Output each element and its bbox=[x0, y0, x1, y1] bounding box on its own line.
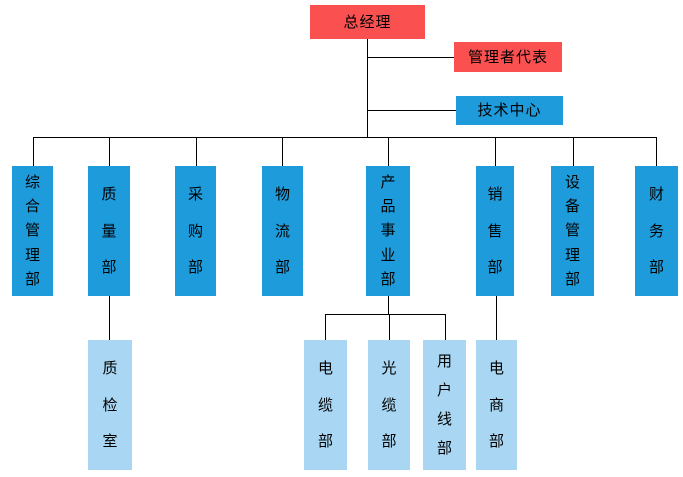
vertical-label-char: 量 bbox=[101, 221, 117, 240]
connector-drop-logistics bbox=[282, 137, 283, 166]
vertical-label-char: 财 bbox=[648, 185, 664, 204]
vertical-label-char: 综 bbox=[24, 173, 40, 192]
vertical-label-char: 部 bbox=[380, 269, 396, 288]
vertical-label-char: 质 bbox=[101, 185, 117, 204]
vertical-label-char: 部 bbox=[274, 257, 290, 276]
org-node-finance-dept: 财务部 bbox=[635, 166, 678, 296]
connector-quality-to-inspection bbox=[109, 296, 110, 340]
connector-drop-sales bbox=[495, 137, 496, 166]
vertical-label-char: 购 bbox=[187, 221, 203, 240]
org-node-quality-dept: 质量部 bbox=[88, 166, 130, 296]
vertical-label-char: 管 bbox=[24, 221, 40, 240]
vertical-label-char: 备 bbox=[564, 197, 580, 216]
vertical-label-char: 电 bbox=[488, 359, 504, 378]
org-node-subscriber-line-dept: 用户线部 bbox=[423, 340, 466, 470]
org-node-cable-dept: 电缆部 bbox=[304, 340, 347, 470]
vertical-label-char: 合 bbox=[24, 197, 40, 216]
vertical-label-char: 流 bbox=[274, 221, 290, 240]
connector-drop-general-admin bbox=[33, 137, 34, 166]
vertical-label-char: 部 bbox=[436, 439, 452, 457]
org-node-management-representative: 管理者代表 bbox=[454, 42, 562, 72]
connector-level2-spine bbox=[33, 137, 656, 138]
connector-drop-cable bbox=[325, 314, 326, 340]
org-node-products-division: 产品事业部 bbox=[366, 166, 410, 296]
vertical-label-char: 缆 bbox=[317, 395, 333, 414]
connector-drop-optical-cable bbox=[389, 314, 390, 340]
vertical-label-char: 品 bbox=[380, 197, 396, 216]
org-node-general-admin-dept: 综合管理部 bbox=[12, 166, 53, 296]
connector-technical-center bbox=[367, 110, 456, 111]
vertical-label-char: 设 bbox=[564, 173, 580, 192]
org-node-general-manager: 总经理 bbox=[310, 5, 425, 39]
vertical-label-char: 事 bbox=[380, 221, 396, 240]
vertical-label-char: 光 bbox=[381, 359, 397, 378]
vertical-label-char: 部 bbox=[487, 257, 503, 276]
connector-drop-purchasing bbox=[196, 137, 197, 166]
vertical-label-char: 务 bbox=[648, 221, 664, 240]
vertical-label-char: 业 bbox=[380, 245, 396, 264]
vertical-label-char: 户 bbox=[436, 381, 452, 399]
vertical-label-char: 物 bbox=[274, 185, 290, 204]
org-node-purchasing-dept: 采购部 bbox=[175, 166, 216, 296]
org-node-ecommerce-dept: 电商部 bbox=[476, 340, 517, 470]
vertical-label-char: 销 bbox=[487, 185, 503, 204]
connector-management-representative bbox=[367, 57, 454, 58]
connector-products-trunk bbox=[388, 296, 389, 314]
vertical-label-char: 部 bbox=[24, 269, 40, 288]
vertical-label-char: 售 bbox=[487, 221, 503, 240]
connector-drop-subscriber-line bbox=[445, 314, 446, 340]
vertical-label-char: 产 bbox=[380, 173, 396, 192]
vertical-label-char: 管 bbox=[564, 221, 580, 240]
org-node-logistics-dept: 物流部 bbox=[262, 166, 303, 296]
vertical-label-char: 缆 bbox=[381, 395, 397, 414]
vertical-label-char: 部 bbox=[101, 257, 117, 276]
vertical-label-char: 部 bbox=[187, 257, 203, 276]
org-node-equipment-dept: 设备管理部 bbox=[551, 166, 594, 296]
vertical-label-char: 理 bbox=[24, 245, 40, 264]
vertical-label-char: 部 bbox=[488, 431, 504, 450]
vertical-label-char: 部 bbox=[317, 431, 333, 450]
connector-root-trunk bbox=[367, 39, 368, 137]
vertical-label-char: 电 bbox=[317, 359, 333, 378]
vertical-label-char: 部 bbox=[381, 431, 397, 450]
connector-products-spine bbox=[325, 314, 446, 315]
org-node-technical-center: 技术中心 bbox=[456, 96, 563, 125]
vertical-label-char: 部 bbox=[648, 257, 664, 276]
org-node-sales-dept: 销售部 bbox=[476, 166, 514, 296]
vertical-label-char: 线 bbox=[436, 410, 452, 428]
connector-drop-products bbox=[388, 137, 389, 166]
vertical-label-char: 部 bbox=[564, 269, 580, 288]
vertical-label-char: 用 bbox=[436, 352, 452, 370]
connector-drop-equipment bbox=[573, 137, 574, 166]
vertical-label-char: 室 bbox=[102, 431, 118, 450]
org-node-optical-cable-dept: 光缆部 bbox=[368, 340, 410, 470]
org-node-quality-inspection-room: 质检室 bbox=[88, 340, 132, 470]
vertical-label-char: 采 bbox=[187, 185, 203, 204]
connector-drop-quality bbox=[109, 137, 110, 166]
vertical-label-char: 商 bbox=[488, 395, 504, 414]
vertical-label-char: 检 bbox=[102, 395, 118, 414]
connector-sales-to-ecommerce bbox=[496, 296, 497, 340]
connector-drop-finance bbox=[656, 137, 657, 166]
vertical-label-char: 理 bbox=[564, 245, 580, 264]
vertical-label-char: 质 bbox=[102, 359, 118, 378]
